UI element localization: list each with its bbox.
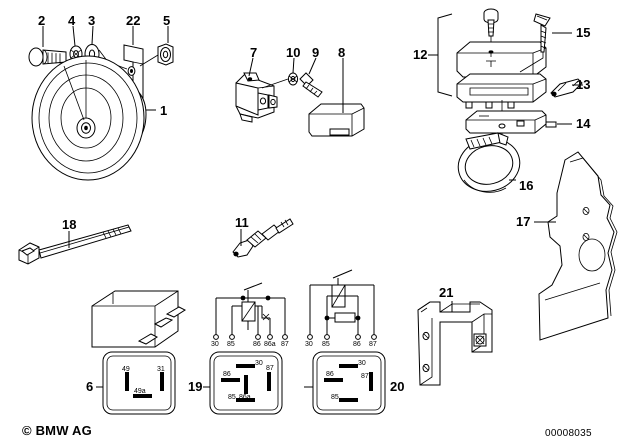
relay6-terminal-31: 31 (157, 366, 165, 373)
part-21-mounting-bracket (417, 301, 493, 386)
callout-19: 19 (188, 379, 203, 394)
circuit20-terminal-30: 30 (305, 341, 313, 348)
leader-10 (292, 57, 295, 74)
part-12-top-screw (483, 8, 499, 37)
part-20-relay-base (312, 351, 386, 415)
part-12-assembly-bracket (437, 13, 453, 97)
part-10-washer (287, 72, 299, 86)
circuit-diagram-5-pin (213, 282, 288, 340)
leader-3 (91, 25, 94, 45)
callout-15: 15 (576, 25, 591, 40)
circuit20-terminal-85: 85 (322, 341, 330, 348)
part-15-tapping-screw (533, 13, 551, 53)
callout-14: 14 (576, 116, 591, 131)
callout-20: 20 (390, 379, 405, 394)
leader-15-to-box (519, 52, 544, 73)
leader-9 (308, 57, 317, 75)
callout-3: 3 (88, 13, 96, 28)
callout-12: 12 (413, 47, 428, 62)
part-12-relay-box-cover (456, 41, 547, 78)
relay6-terminal-49a: 49a (134, 388, 146, 395)
relay20-terminal-30: 30 (358, 360, 366, 367)
callout-10: 10 (286, 45, 301, 60)
circuit19-terminal-86: 86 (253, 341, 261, 348)
circuit20-terminal-86: 86 (353, 341, 361, 348)
callout-1: 1 (160, 103, 168, 118)
circuit19-terminal-86a: 86a (264, 341, 276, 348)
part-6-relay-base (102, 351, 176, 415)
circuit19-terminal-87: 87 (281, 341, 289, 348)
callout-18: 18 (62, 217, 77, 232)
callout-8: 8 (338, 45, 346, 60)
relay6-terminal-49: 49 (122, 366, 130, 373)
circuit19-terminal-30: 30 (211, 341, 219, 348)
callout-13: 13 (576, 77, 591, 92)
callout-21: 21 (439, 285, 454, 300)
circuit-diagram-4-pin (307, 269, 377, 340)
callout-2: 2 (38, 13, 46, 28)
callout-4: 4 (68, 13, 76, 28)
leader-4 (72, 25, 76, 47)
leader-10-to-housing (261, 78, 289, 89)
part-1-horn (31, 55, 147, 181)
part-16-hose-clamp (457, 132, 521, 193)
circuit20-terminal-87: 87 (369, 341, 377, 348)
part-9-screw (299, 72, 323, 98)
part-17-heat-shield (538, 151, 618, 341)
circuit19-terminal-85: 85 (227, 341, 235, 348)
part-12-relay-box-base (456, 73, 547, 109)
callout-6: 6 (86, 379, 94, 394)
relay19-terminal-86: 86 (223, 371, 231, 378)
callout-9: 9 (312, 45, 320, 60)
relay20-terminal-85: 85 (331, 394, 339, 401)
relay19-terminal-86a: 86a (239, 394, 251, 401)
callout-7: 7 (250, 45, 258, 60)
part-14-mounting-plate (465, 110, 557, 134)
relay19-terminal-87: 87 (266, 365, 274, 372)
leader-7 (248, 57, 254, 77)
callout-11: 11 (235, 215, 249, 230)
callout-17: 17 (516, 214, 531, 229)
copyright-notice: © BMW AG (22, 423, 92, 438)
part-5-hex-nut (157, 43, 174, 66)
part-11-temperature-switch (232, 218, 294, 258)
relay20-terminal-87: 87 (361, 373, 369, 380)
callout-5: 5 (163, 13, 171, 28)
leader-5-to-bracket (139, 54, 159, 67)
diagram-number: 00008035 (545, 428, 592, 439)
relay19-terminal-85: 85 (228, 394, 236, 401)
part-2-hex-bolt (28, 47, 67, 67)
part-8-relay-cover (308, 103, 365, 137)
part-19-relay-base (209, 351, 283, 415)
relay19-terminal-30: 30 (255, 360, 263, 367)
part-6-relay-body (91, 290, 187, 348)
part-7-connector-housing (235, 72, 278, 123)
relay20-terminal-86: 86 (326, 371, 334, 378)
part-18-cable-tie (18, 224, 132, 265)
callout-16: 16 (519, 178, 534, 193)
callout-22: 22 (126, 13, 141, 28)
